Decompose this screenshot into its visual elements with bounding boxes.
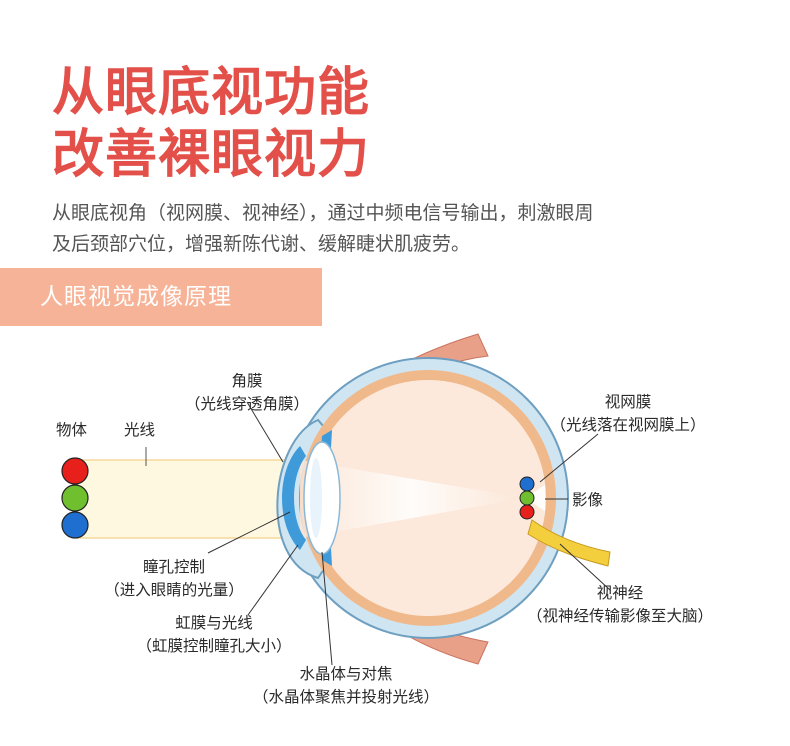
lens-leader xyxy=(321,551,333,666)
image-green-dot xyxy=(519,490,535,506)
iris-leader xyxy=(247,544,299,616)
description-line-1: 从眼底视角（视网膜、视神经），通过中频电信号输出，刺激眼周 xyxy=(52,202,594,224)
pupil-note: （进入眼睛的光量） xyxy=(104,581,244,599)
cornea-leader xyxy=(246,401,284,463)
pupil-title: 瞳孔控制 xyxy=(143,558,205,576)
image-blue-dot xyxy=(519,476,535,492)
optic-nerve xyxy=(527,519,611,567)
light-label: 光线 xyxy=(124,421,155,439)
focusing-light xyxy=(300,460,525,538)
iris-note: （虹膜控制瞳孔大小） xyxy=(136,637,291,655)
section-title: 人眼视觉成像原理 xyxy=(40,284,232,310)
lens-highlight xyxy=(310,458,322,538)
retina-leader xyxy=(539,433,599,483)
anterior-chamber xyxy=(282,446,306,550)
projected-light xyxy=(525,485,545,511)
headline: 从眼底视功能 改善裸眼视力 xyxy=(52,62,370,186)
optic-nerve-note: （视神经传输影像至大脑） xyxy=(527,607,713,625)
headline-line-1: 从眼底视功能 xyxy=(52,63,371,123)
pupil-leader xyxy=(207,511,291,554)
headline-line-2: 改善裸眼视力 xyxy=(52,125,371,185)
optic-nerve-leader xyxy=(559,543,611,591)
object-green-circle xyxy=(61,484,89,512)
lens-note: （水晶体聚焦并投射光线） xyxy=(253,688,439,706)
section-banner: 人眼视觉成像原理 xyxy=(0,268,322,326)
retina-title: 视网膜 xyxy=(605,393,652,411)
image-red-dot xyxy=(519,504,535,520)
light-beam xyxy=(76,460,286,538)
object-red-circle xyxy=(61,457,89,485)
retina-note: （光线落在视网膜上） xyxy=(550,416,705,434)
cornea-title: 角膜 xyxy=(231,372,262,390)
cornea-note: （光线穿透角膜） xyxy=(185,395,309,413)
optic-nerve-title: 视神经 xyxy=(597,584,644,602)
object-label: 物体 xyxy=(56,421,88,439)
description: 从眼底视角（视网膜、视神经），通过中频电信号输出，刺激眼周 及后颈部穴位，增强新… xyxy=(52,198,752,260)
description-line-2: 及后颈部穴位，增强新陈代谢、缓解睫状肌疲劳。 xyxy=(52,233,471,255)
object-blue-circle xyxy=(61,511,89,539)
lens-title: 水晶体与对焦 xyxy=(299,665,392,683)
image-label: 影像 xyxy=(572,491,604,509)
iris-title: 虹膜与光线 xyxy=(175,614,253,632)
